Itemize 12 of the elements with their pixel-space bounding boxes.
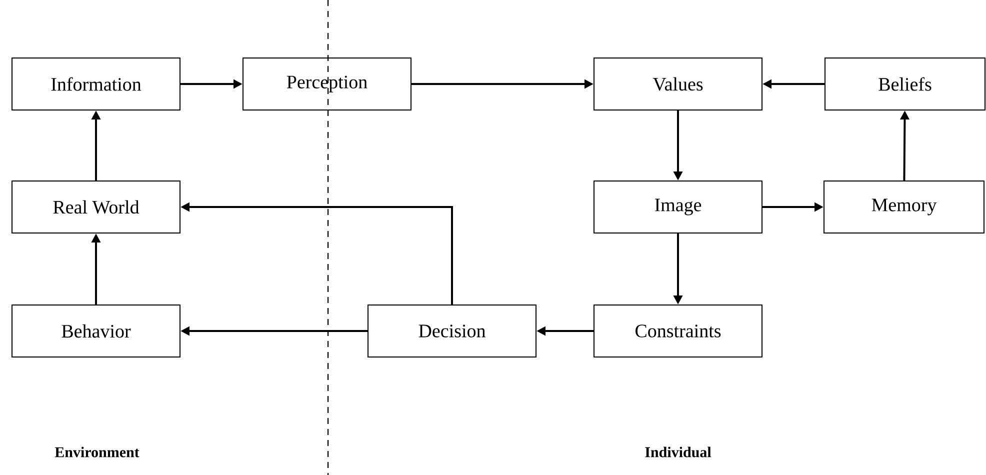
process-box: Image: [594, 180, 762, 234]
process-box: Real World: [12, 180, 180, 234]
process-box: Perception: [242, 58, 412, 110]
process-box: Beliefs: [824, 58, 986, 110]
region-label: Environment: [54, 446, 140, 458]
process-box: Decision: [368, 304, 536, 358]
process-box: Information: [12, 58, 180, 110]
process-box: Behavior: [12, 304, 180, 358]
process-box: Values: [594, 58, 762, 110]
region-label: Individual: [645, 446, 712, 458]
process-box: Constraints: [594, 304, 762, 358]
process-box: Memory: [824, 180, 984, 234]
